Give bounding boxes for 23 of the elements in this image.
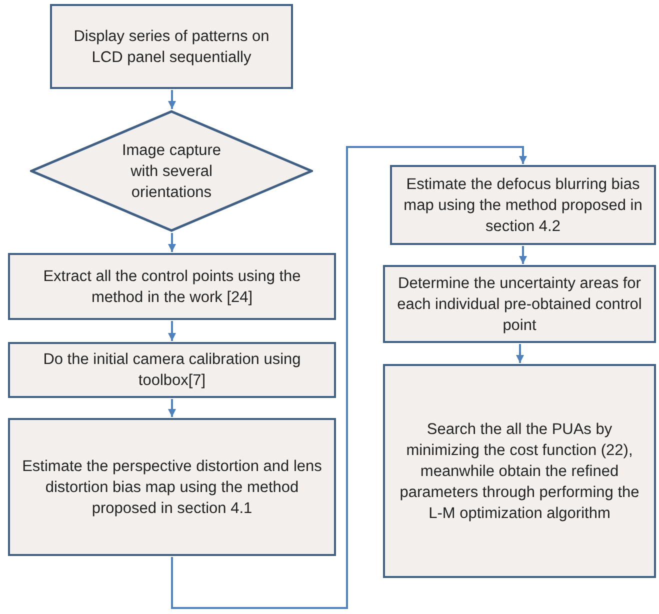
step-text: Display series of patterns on LCD panel sequentially bbox=[72, 26, 270, 68]
step-text: Estimate the perspective distortion and lens distortion bias map using the method proposed in section 4.1 bbox=[21, 456, 323, 518]
arrow bbox=[519, 246, 527, 264]
step-text: Determine the uncertainty areas for each individual pre-obtained control point bbox=[396, 274, 643, 336]
process-box bbox=[8, 418, 336, 556]
arrow bbox=[171, 146, 527, 609]
arrow bbox=[516, 344, 524, 363]
step-text: Search the all the PUAs by minimizing the cost function (22), meanwhile obtain the refined parameters through performing the L-M optimization algorithm bbox=[398, 420, 640, 524]
arrow bbox=[168, 90, 176, 109]
decision-diamond bbox=[30, 110, 313, 232]
process-box bbox=[8, 342, 336, 398]
arrow bbox=[168, 399, 176, 417]
process-box bbox=[383, 364, 656, 578]
process-box bbox=[8, 253, 336, 320]
process-box bbox=[383, 265, 656, 343]
arrow bbox=[168, 233, 176, 252]
step-text: Do the initial camera calibration using toolbox[7] bbox=[42, 350, 302, 391]
arrow bbox=[168, 321, 176, 341]
process-box bbox=[390, 165, 656, 245]
step-text: Extract all the control points using the method in the work [24] bbox=[42, 266, 302, 308]
process-box bbox=[50, 4, 293, 89]
step-text: Estimate the defocus blurring bias map using the method proposed in section 4.2 bbox=[402, 174, 644, 236]
step-text: Image capture with several orientations bbox=[120, 140, 222, 202]
